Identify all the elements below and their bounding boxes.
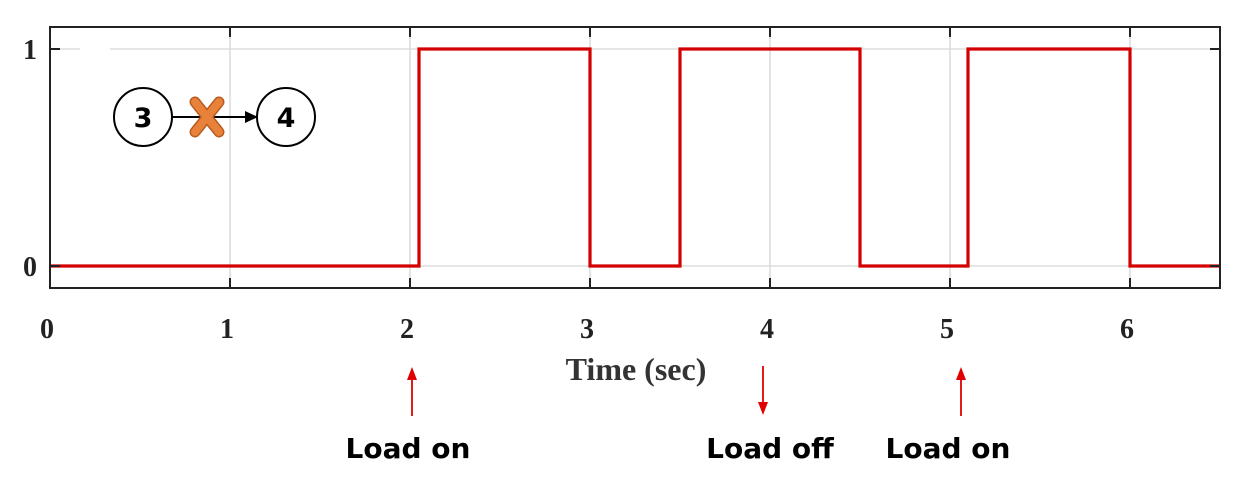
x-axis-title: Time (sec)	[566, 351, 707, 387]
series-line	[50, 47, 1220, 268]
annotation-arrow-head	[956, 367, 966, 380]
x-tick-label: 1	[220, 314, 234, 345]
node-label-from: 3	[134, 103, 153, 134]
y-tick-label: 1	[23, 35, 37, 66]
annotation-layer: Load on Load off Load on	[346, 366, 1011, 465]
x-tick-label: 6	[1120, 314, 1134, 345]
annotation-arrow-head	[407, 367, 417, 380]
y-tick-label: 0	[23, 252, 37, 283]
x-tick-label: 2	[400, 314, 414, 345]
inset-backdrop	[80, 40, 110, 52]
x-tick-label: 5	[940, 314, 954, 345]
x-tick-label: 0	[40, 314, 54, 345]
connection-arrow-head	[245, 111, 258, 123]
series-layer	[50, 47, 1220, 268]
broken-x-icon	[191, 98, 223, 136]
x-tick-label: 4	[760, 314, 774, 345]
annotation-label: Load on	[886, 432, 1011, 465]
annotation-label: Load off	[706, 432, 834, 465]
annotation-arrow-head	[758, 402, 768, 415]
x-tick-label: 3	[580, 314, 594, 345]
node-label-to: 4	[277, 103, 296, 134]
annotation-label: Load on	[346, 432, 471, 465]
grid-layer	[50, 27, 1220, 288]
plot-frame	[49, 26, 1221, 289]
